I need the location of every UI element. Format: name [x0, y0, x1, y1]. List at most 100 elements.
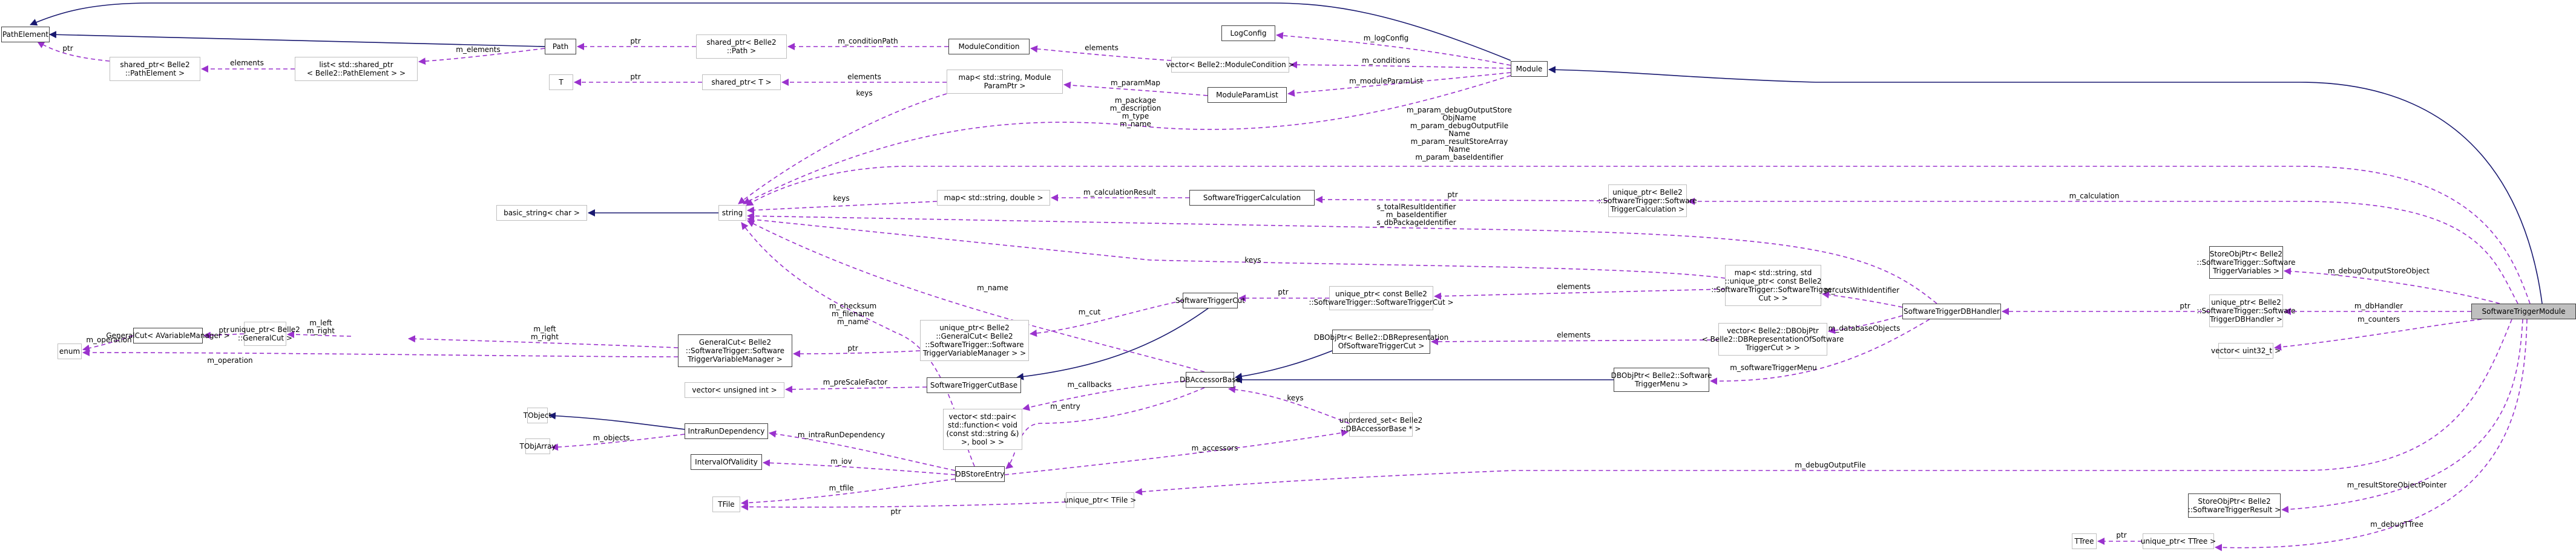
- node-tobjarray[interactable]: TObjArray: [519, 438, 556, 454]
- node-unordered-set-accessor[interactable]: unordered_set< Belle2 ::DBAccessorBase *…: [1339, 412, 1422, 437]
- label-elements-module-condition: elements: [1085, 44, 1119, 52]
- node-store-obj-ptr-result[interactable]: StoreObjPtr< Belle2 ::SoftwareTriggerRes…: [2188, 493, 2281, 518]
- label-m-left-right-1: m_left m_right: [307, 319, 335, 335]
- node-t[interactable]: T: [549, 74, 573, 90]
- node-software-trigger-cut[interactable]: SoftwareTriggerCut: [1175, 293, 1245, 308]
- node-module[interactable]: Module: [1511, 61, 1548, 77]
- node-software-trigger-cut-base[interactable]: SoftwareTriggerCutBase: [927, 377, 1021, 393]
- edge-mapcuts-elements: [1434, 288, 1726, 300]
- node-unique-ptr-tfile[interactable]: unique_ptr< TFile >: [1064, 492, 1136, 508]
- edge-stm-calculation: [1687, 198, 2518, 304]
- node-unique-ptr-calculation[interactable]: unique_ptr< Belle2 ::SoftwareTrigger::So…: [1598, 184, 1697, 217]
- label-m-db-handler: m_dbHandler: [2354, 302, 2404, 310]
- edge-uniqtfile-ptr: [741, 501, 1066, 511]
- node-general-cut-stvm[interactable]: GeneralCut< Belle2 ::SoftwareTrigger::So…: [678, 334, 792, 367]
- node-interval-of-validity[interactable]: IntervalOfValidity: [691, 454, 762, 470]
- edge-path-m-elements: [418, 48, 545, 65]
- edge-stcut-to-stcutbase: [1016, 306, 1211, 380]
- label-elements-db-objects: elements: [1557, 331, 1591, 339]
- label-db-entry-strings: m_checksum m_filename m_name: [829, 302, 877, 326]
- node-unique-ptr-general-cut-stvm[interactable]: unique_ptr< Belle2 ::GeneralCut< Belle2 …: [920, 320, 1029, 361]
- edge-module-strings: [743, 75, 1511, 204]
- edge-dbentry-intrarun: [769, 430, 956, 471]
- edge-accessor-entry: [1005, 387, 1205, 469]
- node-vector-pair-function[interactable]: vector< std::pair< std::function< void (…: [943, 409, 1022, 450]
- label-ptr-path-element: ptr: [62, 44, 73, 53]
- label-m-calculation-result: m_calculationResult: [1083, 188, 1156, 197]
- node-unique-ptr-general-cut[interactable]: unique_ptr< Belle2 ::GeneralCut >: [230, 322, 300, 346]
- node-tobject[interactable]: TObject: [524, 408, 551, 423]
- label-ptr-calculation: ptr: [1447, 190, 1458, 199]
- edge-dbh-menu: [1710, 319, 1930, 385]
- node-software-trigger-db-handler[interactable]: SoftwareTriggerDBHandler: [1902, 304, 2001, 319]
- node-intra-run-dependency[interactable]: IntraRunDependency: [685, 423, 768, 439]
- node-path-element[interactable]: PathElement: [1, 27, 50, 42]
- edge-vec-dbobj-elements: [1431, 337, 1719, 345]
- label-m-module-param-list: m_moduleParamList: [1349, 77, 1423, 85]
- edge-mapcuts-keys: [747, 216, 1726, 279]
- node-software-trigger-calculation[interactable]: SoftwareTriggerCalculation: [1189, 190, 1315, 206]
- node-unique-ptr-db-handler[interactable]: unique_ptr< Belle2 ::SoftwareTrigger::So…: [2196, 295, 2296, 327]
- label-keys-param-map: keys: [856, 89, 873, 97]
- node-path[interactable]: Path: [545, 39, 576, 54]
- edge-stm-counters: [2274, 319, 2482, 351]
- node-vector-uint32[interactable]: vector< uint32_t >: [2211, 343, 2281, 359]
- label-m-debug-output-store-object: m_debugOutputStoreObject: [2327, 267, 2430, 275]
- edge-accessor-callbacks: [1022, 380, 1186, 411]
- node-enum[interactable]: enum: [58, 343, 82, 359]
- node-map-module-param-ptr[interactable]: map< std::string, Module ParamPtr >: [947, 70, 1063, 94]
- label-db-handler-identifiers: s_totalResultIdentifier m_baseIdentifier…: [1376, 203, 1456, 227]
- label-keys-accessor: keys: [1287, 394, 1304, 402]
- edge-intrarun-objects: [551, 434, 685, 451]
- label-elements-path-element: elements: [230, 59, 264, 67]
- node-map-cuts-with-identifier[interactable]: map< std::string, std ::unique_ptr< cons…: [1711, 265, 1835, 306]
- node-string[interactable]: string: [718, 205, 746, 221]
- node-ttree[interactable]: TTree: [2072, 533, 2097, 549]
- node-basic-string-char[interactable]: basic_string< char >: [496, 205, 587, 221]
- label-m-debug-ttree: m_debugTTree: [2370, 520, 2423, 529]
- label-module-params: m_param_debugOutputStore ObjName m_param…: [1407, 106, 1512, 161]
- node-log-config[interactable]: LogConfig: [1221, 25, 1275, 41]
- edge-gcstvm-leftright: [408, 335, 678, 348]
- label-m-objects: m_objects: [593, 434, 630, 442]
- node-db-accessor-base[interactable]: DBAccessorBase: [1180, 372, 1240, 388]
- node-vector-unsigned-int[interactable]: vector< unsigned int >: [685, 382, 784, 398]
- node-db-store-entry[interactable]: DBStoreEntry: [955, 466, 1005, 482]
- label-m-operation-2: m_operation: [207, 356, 253, 365]
- label-ptr-db-handler: ptr: [2180, 302, 2190, 310]
- edge-unordered-keys: [1228, 386, 1350, 424]
- node-list-shared-ptr-path-element[interactable]: list< std::shared_ptr < Belle2::PathElem…: [295, 57, 418, 81]
- node-unique-ptr-const-cut[interactable]: unique_ptr< const Belle2 ::SoftwareTrigg…: [1309, 286, 1454, 310]
- node-shared-ptr-t[interactable]: shared_ptr< T >: [702, 74, 781, 90]
- node-dbobjptr-menu[interactable]: DBObjPtr< Belle2::Software TriggerMenu >: [1611, 368, 1712, 392]
- edge-stm-debugstoreobj: [2284, 267, 2500, 304]
- node-module-param-list[interactable]: ModuleParamList: [1208, 87, 1287, 103]
- node-unique-ptr-ttree[interactable]: unique_ptr< TTree >: [2141, 533, 2216, 549]
- label-ptr-tfile: ptr: [890, 507, 901, 516]
- node-general-cut-avariable[interactable]: GeneralCut< AVariableManager >: [106, 328, 230, 343]
- node-module-condition[interactable]: ModuleCondition: [948, 39, 1030, 54]
- node-store-obj-ptr-variables[interactable]: StoreObjPtr< Belle2 ::SoftwareTrigger::S…: [2196, 246, 2296, 279]
- node-shared-ptr-path[interactable]: shared_ptr< Belle2 ::Path >: [696, 34, 787, 59]
- edge-shptr-pe-ptr: [37, 41, 110, 62]
- edge-dbrep-to-accessor: [1235, 350, 1333, 380]
- label-ptr-ttree: ptr: [2116, 531, 2127, 539]
- edge-stcutbase-prescale: [785, 385, 927, 393]
- label-m-condition-path: m_conditionPath: [838, 37, 898, 45]
- edge-accessor-name: [747, 220, 1205, 373]
- node-vector-module-condition[interactable]: vector< Belle2::ModuleCondition >: [1166, 57, 1295, 73]
- edge-map-param-keys: [738, 93, 947, 204]
- node-vector-dbobjptr-representation[interactable]: vector< Belle2::DBObjPtr < Belle2::DBRep…: [1702, 323, 1844, 356]
- edge-stcut-mcut: [1030, 300, 1183, 337]
- label-m-counters: m_counters: [2357, 315, 2400, 324]
- edge-dbentry-tfile: [741, 478, 956, 507]
- edge-gcav-leftright: [287, 331, 352, 339]
- node-software-trigger-module[interactable]: SoftwareTriggerModule: [2471, 304, 2576, 319]
- node-shared-ptr-path-element[interactable]: shared_ptr< Belle2 ::PathElement >: [110, 57, 200, 81]
- node-dbobjptr-representation[interactable]: DBObjPtr< Belle2::DBRepresentation OfSof…: [1314, 330, 1448, 354]
- node-map-string-double[interactable]: map< std::string, double >: [937, 190, 1050, 206]
- label-m-operation-1: m_operation: [86, 336, 132, 344]
- node-tfile[interactable]: TFile: [712, 497, 740, 512]
- label-m-pre-scale-factor: m_preScaleFactor: [823, 378, 888, 386]
- edge-dbentry-iov: [763, 459, 956, 475]
